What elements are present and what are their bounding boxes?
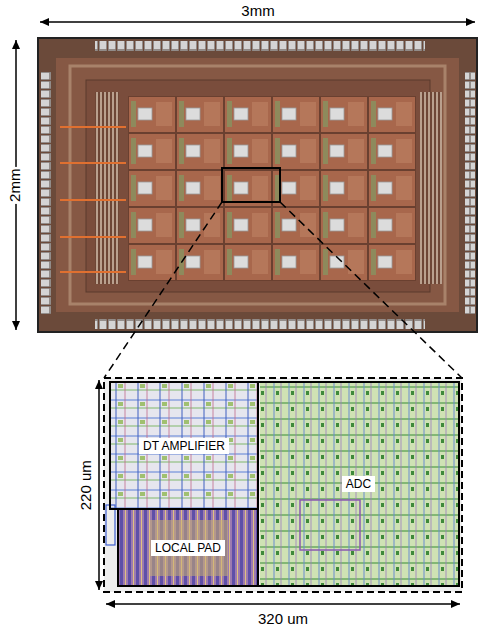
- dimension-label: 220 um: [78, 458, 95, 512]
- dimension-label: 320 um: [256, 611, 310, 628]
- adc-block: ADC: [257, 381, 460, 587]
- dimension-label: 3mm: [239, 3, 276, 20]
- block-label: LOCAL PAD: [151, 540, 225, 556]
- amplifier-block: DT AMPLIFIER: [109, 381, 259, 510]
- block-label: ADC: [342, 476, 375, 492]
- block-label: DT AMPLIFIER: [139, 438, 229, 454]
- dimension-label: 2mm: [8, 166, 25, 203]
- pad-block: LOCAL PAD: [117, 508, 259, 587]
